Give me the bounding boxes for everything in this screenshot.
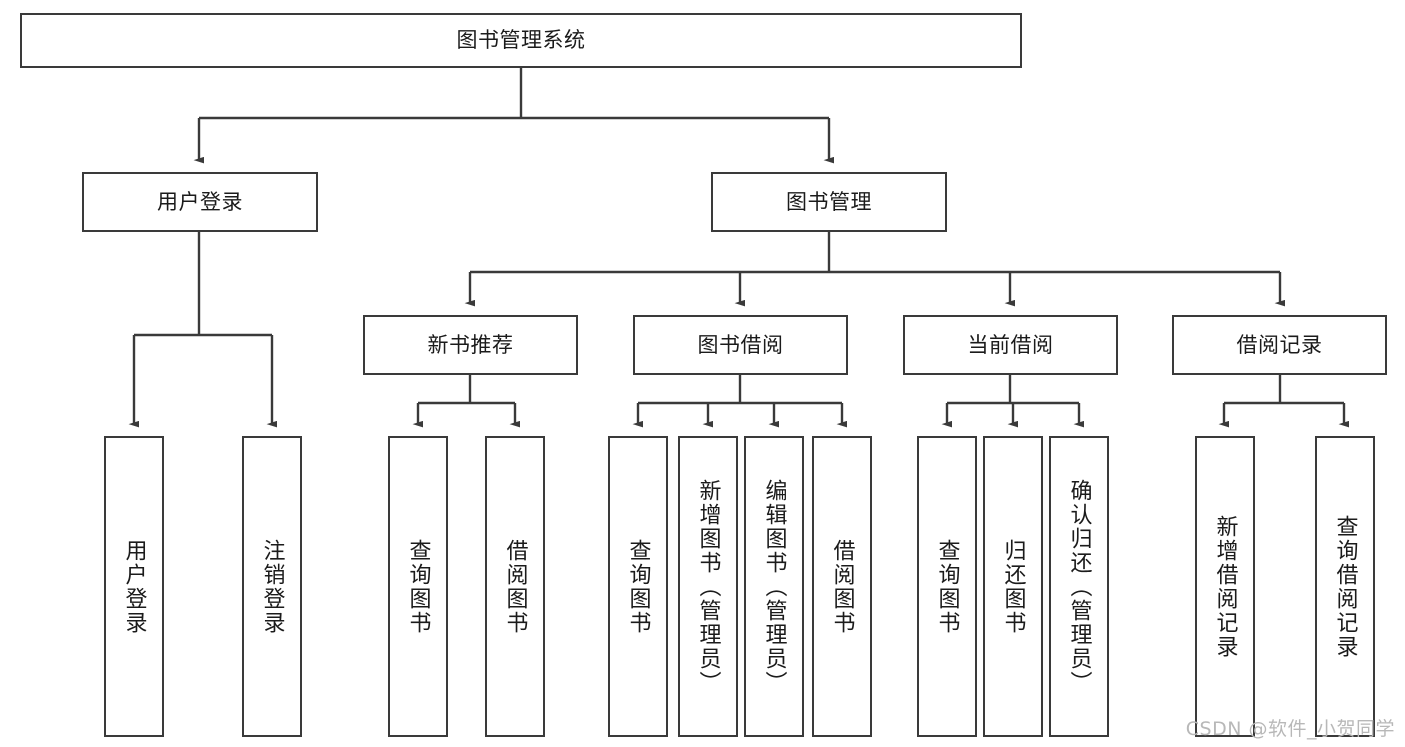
node-leaf-query-book-current[interactable]: 查询图书 (917, 436, 977, 737)
node-borrow-record[interactable]: 借阅记录 (1172, 315, 1387, 375)
node-leaf-query-book-recommend[interactable]: 查询图书 (388, 436, 448, 737)
node-leaf-confirm-return[interactable]: 确认归还（管理员） (1049, 436, 1109, 737)
node-label: 查询图书 (405, 538, 431, 635)
watermark: CSDN @软件_小贺同学 (1185, 718, 1395, 740)
node-label: 编辑图书（管理员） (761, 478, 787, 695)
node-label: 新增图书（管理员） (695, 478, 721, 695)
node-label: 借阅记录 (1236, 332, 1323, 357)
node-leaf-add-borrow-record[interactable]: 新增借阅记录 (1195, 436, 1255, 737)
node-label: 图书管理系统 (456, 28, 586, 53)
node-new-book-recommend[interactable]: 新书推荐 (363, 315, 578, 375)
node-current-borrow[interactable]: 当前借阅 (903, 315, 1118, 375)
node-label: 注销登录 (259, 538, 285, 635)
node-book-borrow[interactable]: 图书借阅 (633, 315, 848, 375)
node-leaf-return-book[interactable]: 归还图书 (983, 436, 1043, 737)
node-root-book-management-system[interactable]: 图书管理系统 (20, 13, 1022, 68)
node-leaf-logout-login[interactable]: 注销登录 (242, 436, 302, 737)
node-label: 借阅图书 (829, 538, 855, 635)
node-label: 查询借阅记录 (1332, 514, 1358, 659)
node-leaf-user-login[interactable]: 用户登录 (104, 436, 164, 737)
node-label: 确认归还（管理员） (1066, 478, 1092, 695)
node-label: 借阅图书 (502, 538, 528, 635)
node-book-management[interactable]: 图书管理 (711, 172, 947, 232)
node-label: 查询图书 (625, 538, 651, 635)
node-leaf-edit-book[interactable]: 编辑图书（管理员） (744, 436, 804, 737)
node-leaf-query-book-borrow[interactable]: 查询图书 (608, 436, 668, 737)
node-leaf-borrow-book[interactable]: 借阅图书 (812, 436, 872, 737)
node-label: 图书管理 (786, 189, 872, 214)
node-leaf-borrow-book-recommend[interactable]: 借阅图书 (485, 436, 545, 737)
node-label: 用户登录 (121, 538, 147, 635)
node-label: 当前借阅 (967, 332, 1054, 357)
node-user-login[interactable]: 用户登录 (82, 172, 318, 232)
node-label: 新书推荐 (427, 332, 514, 357)
node-leaf-add-book[interactable]: 新增图书（管理员） (678, 436, 738, 737)
node-leaf-query-borrow-record[interactable]: 查询借阅记录 (1315, 436, 1375, 737)
node-label: 新增借阅记录 (1212, 514, 1238, 659)
node-label: 归还图书 (1000, 538, 1026, 635)
node-label: 查询图书 (934, 538, 960, 635)
node-label: 用户登录 (157, 189, 243, 214)
node-label: 图书借阅 (697, 332, 784, 357)
